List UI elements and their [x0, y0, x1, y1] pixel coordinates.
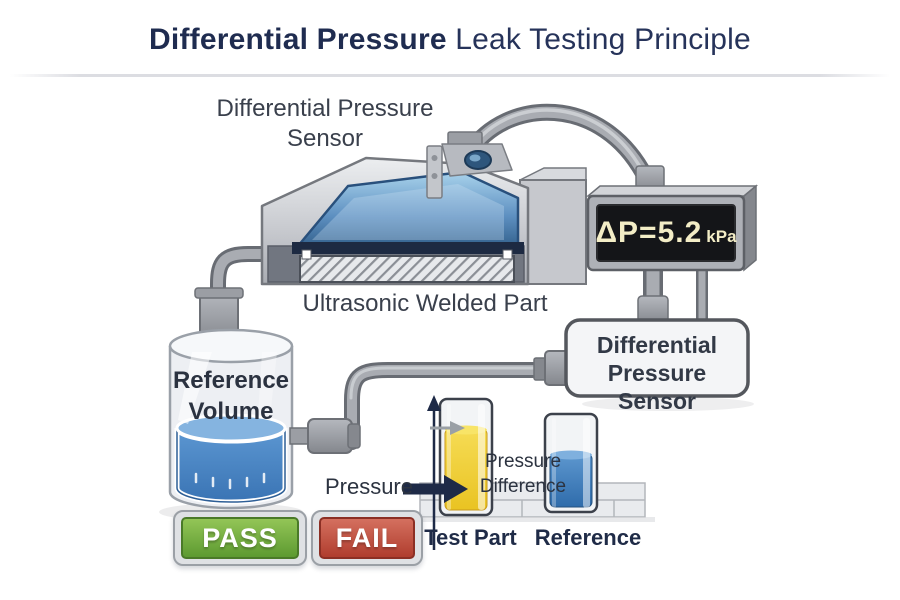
pressure-arrow [403, 475, 468, 503]
reference-volume-label-line1: Reference [172, 367, 290, 394]
pressure-axis-label: Pressure [324, 474, 413, 499]
pressure-difference-label: Pressure Difference [468, 449, 578, 499]
page-title-emphasis: Differential Pressure [149, 23, 447, 56]
reference-tube [543, 412, 599, 514]
pipe-fixture-to-reference-volume [210, 246, 286, 306]
top-sensor-label: Differential Pressure Sensor [175, 94, 475, 154]
pressure-readout: ΔP=5.2 kPa [595, 205, 737, 261]
sensor-box-label: Differential Pressure Sensor [566, 331, 748, 415]
level-pointer-arrow [430, 421, 465, 435]
page-title-rest: Leak Testing Principle [446, 23, 751, 56]
welded-part-label: Ultrasonic Welded Part [302, 290, 548, 317]
reference-volume-label: Reference Volume [166, 365, 296, 427]
fixture-illustration [260, 131, 587, 286]
top-sensor-label-line1: Differential Pressure [216, 95, 434, 122]
reference-label: Reference [534, 525, 642, 550]
display-unit [585, 165, 759, 272]
fail-button-frame: FAIL [311, 510, 423, 566]
pressure-difference-line1: Pressure [484, 451, 562, 472]
pressure-axis [427, 395, 441, 550]
fail-button[interactable]: FAIL [319, 517, 415, 559]
sensor-box-label-line2: Pressure Sensor [607, 360, 707, 414]
top-sensor-label-line2: Sensor [286, 125, 364, 152]
pressure-difference-line2: Difference [479, 476, 567, 497]
sensor-box-illustration [533, 318, 754, 411]
pressure-readout-unit: kPa [706, 227, 737, 247]
test-part-label: Test Part [424, 525, 517, 550]
pipes-display-to-sensor-box [637, 262, 708, 325]
pass-button[interactable]: PASS [181, 517, 299, 559]
reference-volume-label-line2: Volume [188, 398, 274, 425]
title-divider [10, 74, 890, 77]
pressure-readout-value: ΔP=5.2 [595, 216, 703, 249]
pipe-fixture-to-display [461, 103, 655, 187]
pass-button-frame: PASS [173, 510, 307, 566]
sensor-box-label-line1: Differential [596, 332, 718, 358]
pipe-reference-to-sensor [344, 362, 558, 450]
page-title: Differential Pressure Leak Testing Princ… [0, 22, 900, 58]
